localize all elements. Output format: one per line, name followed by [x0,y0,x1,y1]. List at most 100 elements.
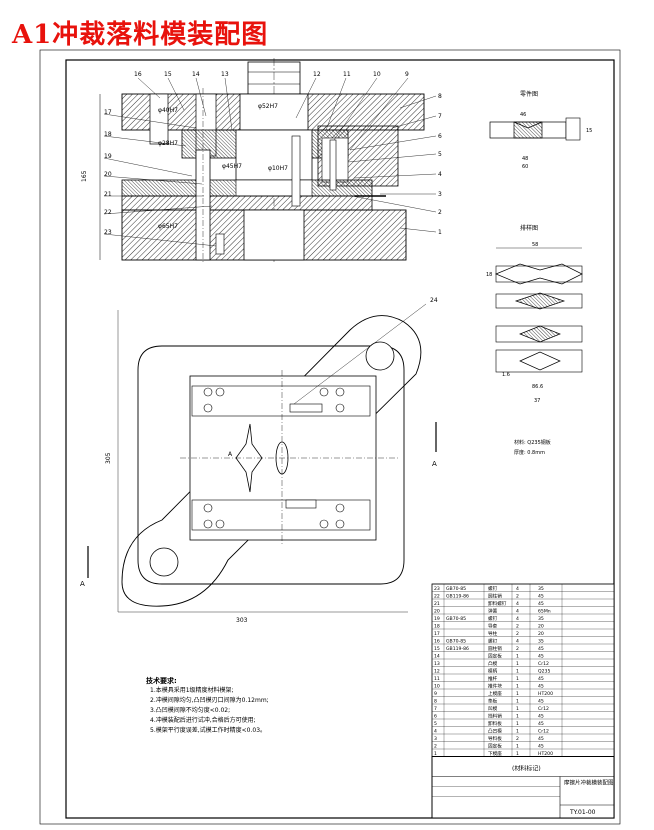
parts-cell: 2 [434,743,437,749]
parts-cell: 12 [434,668,440,674]
parts-cell: 2 [516,623,519,629]
parts-cell: 垫板 [488,697,498,704]
parts-cell: 35 [538,638,544,644]
page-title: A1冲裁落料模装配图 [12,20,269,50]
parts-cell: 1 [516,713,519,719]
callout-20: 20 [104,171,112,178]
parts-cell: 65Mn [538,608,551,614]
parts-cell: 22 [434,593,440,599]
parts-cell: 45 [538,721,544,727]
parts-cell: 螺钉 [488,585,498,592]
parts-cell: 16 [434,638,440,644]
callout-6: 6 [438,133,442,140]
parts-cell: 9 [434,691,437,697]
parts-cell: 推杆 [488,675,498,682]
callout-10: 10 [373,71,381,78]
plan-dim-width: 303 [236,617,248,624]
tech-notes-title: 技术要求: [146,677,177,685]
parts-cell: 20 [434,608,440,614]
callout-18: 18 [104,131,112,138]
parts-cell: 45 [538,593,544,599]
layout-thickness: 厚度: 0.8mm [514,449,545,456]
parts-cell: 23 [434,586,440,592]
callout-21: 21 [104,191,112,198]
dim-d1: φ40H7 [158,107,178,114]
callout-1: 1 [438,229,442,236]
parts-cell: Q235 [538,668,550,674]
parts-cell: 4 [434,728,437,734]
layout-dim-2: 18 [486,272,492,278]
parts-cell: 45 [538,676,544,682]
callout-16: 16 [134,71,142,78]
part-dim-1: 46 [520,112,526,118]
parts-cell: 推件块 [488,682,502,689]
parts-cell: 弹簧 [488,607,498,614]
parts-cell: GB70-85 [446,638,466,644]
part-view-title: 零件图 [520,90,538,98]
callout-22: 22 [104,209,112,216]
tech-note-item: 5.模架平行度误差,试模工作时精度<0.03。 [150,727,267,734]
parts-cell: 45 [538,743,544,749]
parts-cell: 5 [434,721,437,727]
parts-cell: 4 [516,586,519,592]
parts-cell: 下模座 [488,750,502,757]
parts-cell: 导料板 [488,735,502,742]
guide-pillar [195,149,211,261]
callout-17: 17 [104,109,112,116]
parts-cell: 2 [516,593,519,599]
screw-holes [203,387,345,529]
parts-cell: Cr12 [538,728,549,734]
plan-dim-height: 305 [105,452,112,464]
parts-cell: 45 [538,713,544,719]
parts-cell: 1 [516,683,519,689]
technical-notes: 技术要求: 1.本模具采用1级精度材料模架; 2.冲模间隙均匀,凸凹模刃口间隙为… [146,676,269,736]
plan-view: 303 305 24 A A [80,297,438,624]
dim-d6: φ65H7 [158,223,178,230]
parts-cell: 螺钉 [488,637,498,644]
part-view: 零件图 46 48 60 15 [489,90,592,170]
parts-cell: 13 [434,661,440,667]
layout-dim-4: 37 [534,398,540,404]
drawing-number: TY.01-00 [569,809,596,816]
parts-cell: 20 [538,623,544,629]
parts-cell: 21 [434,601,440,607]
callout-4: 4 [438,171,442,178]
callout-labels: 16 15 14 13 12 11 10 9 8 7 6 5 4 3 2 1 1… [104,71,442,236]
parts-cell: 4 [516,608,519,614]
parts-cell: 凸凹模 [488,727,502,734]
callout-9: 9 [405,71,409,78]
parts-cell: 8 [434,698,437,704]
parts-cell: 导套 [488,622,498,629]
callout-12: 12 [313,71,321,78]
sheet-outer-border [39,49,621,825]
layout-dim-1: 58 [532,242,538,248]
dim-d3: φ52H7 [258,103,278,110]
callout-leaders [103,77,437,247]
section-marker-center: A [228,451,233,458]
lower-fixing-plate [121,195,373,211]
parts-cell: 凸模 [488,660,498,667]
parts-cell: Cr12 [538,706,549,712]
parts-cell: 上模座 [488,690,502,697]
tech-note-item: 2.冲模间隙均匀,凸凹模刃口间隙为0.12mm; [150,697,269,704]
drawing-name: 摩擦片冲裁模装配图 [564,779,614,787]
tech-note-item: 3.凸凹模间隙不均匀度<0.02; [150,707,231,714]
callout-3: 3 [438,191,442,198]
layout-dim-3: 1.6 [502,372,510,378]
parts-cell: 14 [434,653,440,659]
parts-cell: 4 [516,638,519,644]
parts-cell: 凹模 [488,705,498,712]
parts-cell: 10 [434,683,440,689]
section-marker-right: A [432,460,437,468]
callout-11: 11 [343,71,351,78]
parts-cell: 圆柱销 [488,592,502,599]
layout-view: 排样图 58 18 1.6 37 86.6 材料: Q235钢板 厚度: 0.8… [486,224,583,456]
parts-cell: 2 [516,631,519,637]
tech-note-item: 4.冲模装配后进行试冲,合格后方可使用; [150,717,256,724]
parts-cell: 1 [516,698,519,704]
parts-cell: 1 [516,661,519,667]
sheet-inner-border [65,59,615,819]
parts-cell: 卸料板 [488,720,502,727]
part-dim-3: 60 [522,164,528,170]
